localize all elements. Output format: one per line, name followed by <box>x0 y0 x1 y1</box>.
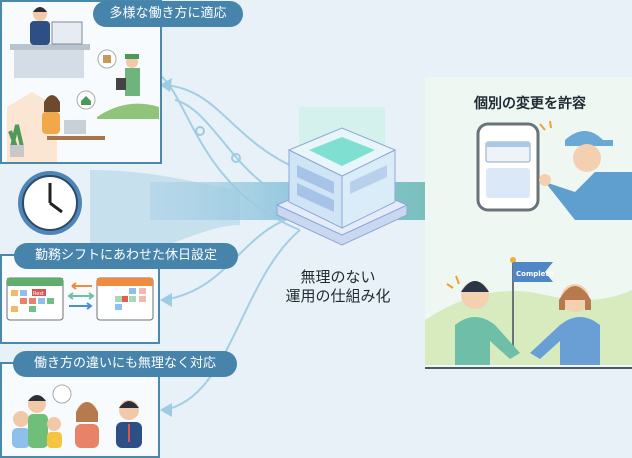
panel-diverse-work <box>0 0 162 164</box>
flow-line <box>174 99 301 201</box>
label-diverse-work: 多様な働き方に適応 <box>93 1 243 27</box>
people-illustration <box>12 384 142 448</box>
handshake-illustration: Complete <box>425 257 632 365</box>
center-caption-line1: 無理のない <box>300 268 376 286</box>
flow-line <box>162 229 301 411</box>
clock-icon <box>18 171 82 235</box>
phone-worker-illustration <box>476 120 632 220</box>
arrowhead-icon <box>160 78 172 92</box>
calendar-rest-tag: Rest <box>33 291 44 297</box>
arrowhead-icon <box>160 403 172 417</box>
center-caption: 無理のない 運用の仕組み化 <box>268 268 408 306</box>
label-work-differences: 働き方の違いにも無理なく対応 <box>13 351 237 377</box>
server-icon <box>275 107 409 246</box>
flow-line <box>164 84 301 171</box>
result-title: 個別の変更を許容 <box>474 96 586 112</box>
calendars-illustration: Rest <box>6 277 154 321</box>
work-styles-illustration <box>7 7 159 162</box>
label-shift-holidays: 勤務シフトにあわせた休日設定 <box>14 243 238 269</box>
arrowhead-icon <box>160 293 172 307</box>
center-caption-line2: 運用の仕組み化 <box>285 287 391 305</box>
flag-complete-text: Complete <box>516 270 554 278</box>
